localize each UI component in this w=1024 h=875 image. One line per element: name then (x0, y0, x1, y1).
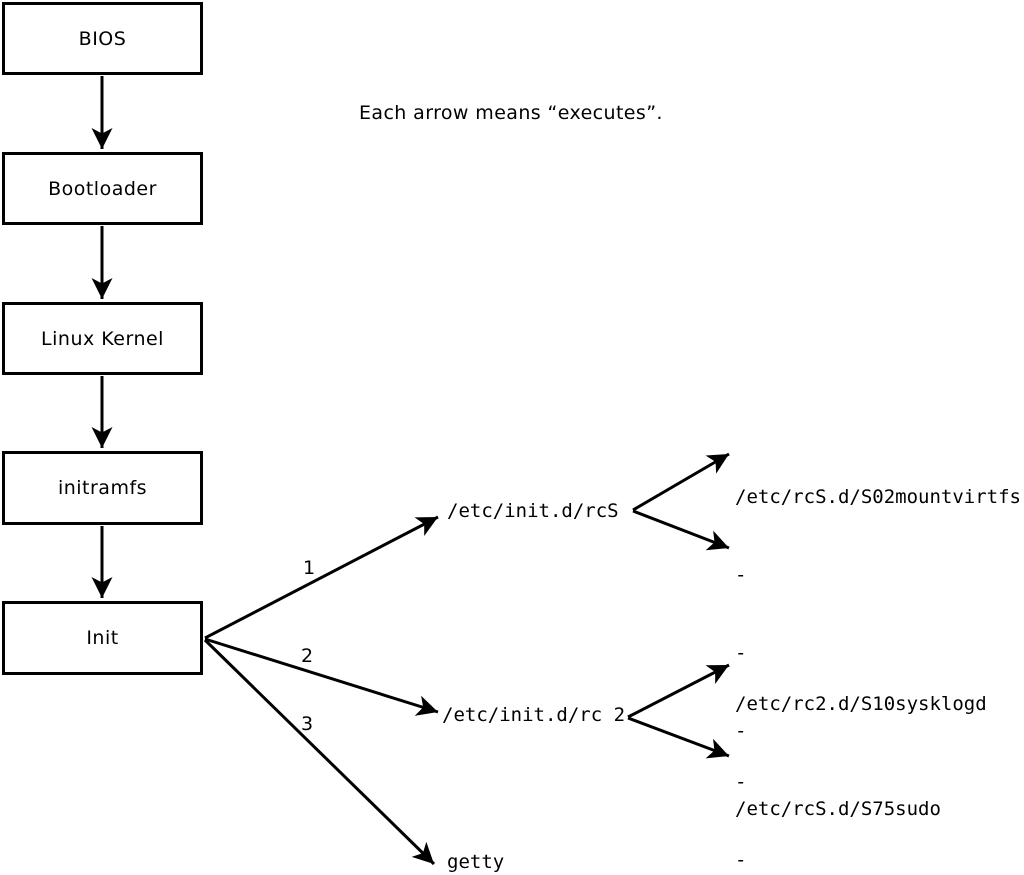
branch-order-3: 3 (301, 713, 314, 735)
rc2-script-line: /etc/rc2.d/S10sysklogd (735, 693, 987, 715)
box-bootloader-label: Bootloader (48, 177, 157, 200)
rcs-script-line: - (735, 642, 747, 664)
box-initramfs: initramfs (2, 451, 203, 525)
arrow-rc2-to-s10sysklogd (627, 663, 730, 719)
rc2-script-list: /etc/rc2.d/S10sysklogd - - - /etc/rc2.d/… (735, 639, 987, 875)
arrow-rcs-to-s75sudo (632, 509, 730, 551)
arrow-init-to-getty (203, 638, 436, 866)
box-linux-kernel-label: Linux Kernel (41, 327, 164, 350)
arrow-init-to-rc2 (204, 637, 439, 716)
rcs-script-line: - (735, 720, 747, 742)
box-init-label: Init (86, 627, 119, 649)
rc2-script-line: - (735, 771, 747, 793)
box-initramfs-label: initramfs (57, 477, 148, 499)
target-init-d-rcs: /etc/init.d/rcS (447, 500, 619, 522)
arrow-meaning-note: Each arrow means “executes”. (359, 102, 663, 124)
box-bios: BIOS (2, 2, 203, 75)
branch-order-2: 2 (301, 645, 314, 667)
rc2-script-line: - (735, 849, 747, 871)
box-linux-kernel: Linux Kernel (2, 302, 203, 375)
box-bios-label: BIOS (78, 27, 127, 50)
rcs-script-line: /etc/rcS.d/S75sudo (735, 798, 941, 820)
rcs-script-list: /etc/rcS.d/S02mountvirtfs - - - /etc/rcS… (735, 432, 1021, 874)
target-getty: getty (447, 851, 505, 873)
target-init-d-rc2: /etc/init.d/rc 2 (442, 704, 626, 726)
box-bootloader: Bootloader (2, 152, 203, 225)
arrow-init-to-rcs (204, 515, 439, 640)
box-init: Init (2, 601, 203, 675)
rcs-script-line: - (735, 564, 747, 586)
rcs-script-line: /etc/rcS.d/S02mountvirtfs (735, 486, 1021, 508)
branch-order-1: 1 (303, 557, 316, 579)
arrow-rc2-to-s99gdm (627, 716, 730, 759)
arrow-rcs-to-s02mountvirtfs (632, 452, 730, 512)
